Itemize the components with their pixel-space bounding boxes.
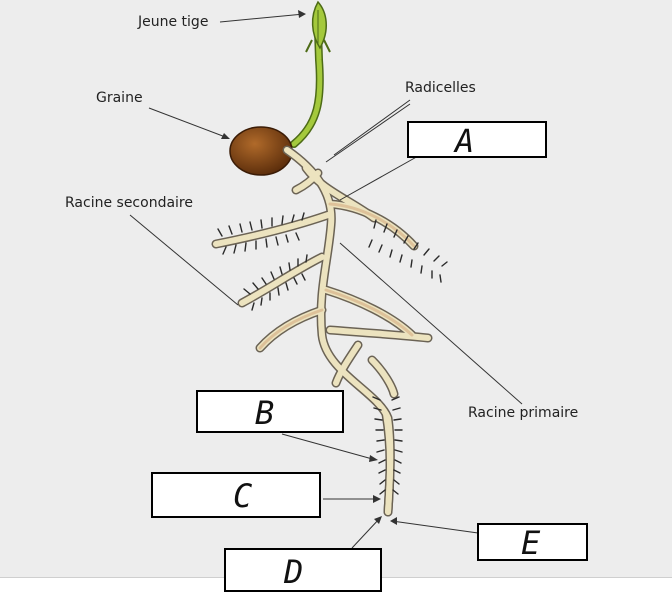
answer-box-d[interactable]: D [224, 548, 382, 592]
root-hairs [217, 212, 448, 495]
leader-lines [129, 13, 523, 549]
answer-letter-c: C [233, 477, 253, 515]
answer-box-c[interactable]: C [151, 472, 321, 518]
answer-letter-d: D [284, 553, 304, 591]
answer-letter-b: B [255, 394, 275, 432]
label-graine: Graine [96, 90, 143, 106]
root-system [211, 145, 433, 517]
answer-box-a[interactable]: A [407, 121, 547, 158]
answer-letter-a: A [455, 122, 475, 160]
leader-arrowheads [221, 10, 397, 525]
label-racine-primaire: Racine primaire [468, 405, 579, 421]
label-racine-secondaire: Racine secondaire [65, 195, 193, 211]
label-jeune-tige: Jeune tige [138, 14, 209, 30]
answer-box-b[interactable]: B [196, 390, 344, 433]
answer-box-e[interactable]: E [477, 523, 588, 561]
young-stem [290, 0, 331, 148]
label-radicelles: Radicelles [405, 80, 476, 96]
answer-letter-e: E [521, 524, 541, 562]
